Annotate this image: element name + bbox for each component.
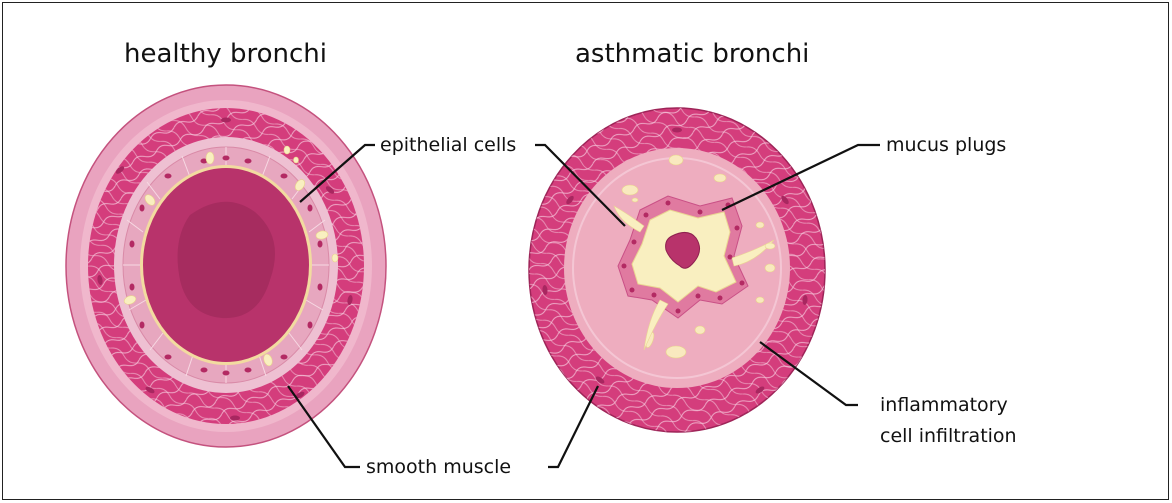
- asthmatic-bronchus: [529, 108, 825, 432]
- label-mucus-plugs: mucus plugs: [886, 134, 1006, 156]
- label-inflammatory-2: cell infiltration: [880, 425, 1017, 447]
- asthmatic-title: asthmatic bronchi: [575, 39, 809, 69]
- healthy-title: healthy bronchi: [124, 39, 327, 69]
- label-epithelial-cells: epithelial cells: [380, 134, 516, 156]
- healthy-bronchus: [66, 85, 386, 447]
- label-smooth-muscle: smooth muscle: [366, 456, 511, 478]
- label-inflammatory-1: inflammatory: [880, 394, 1008, 416]
